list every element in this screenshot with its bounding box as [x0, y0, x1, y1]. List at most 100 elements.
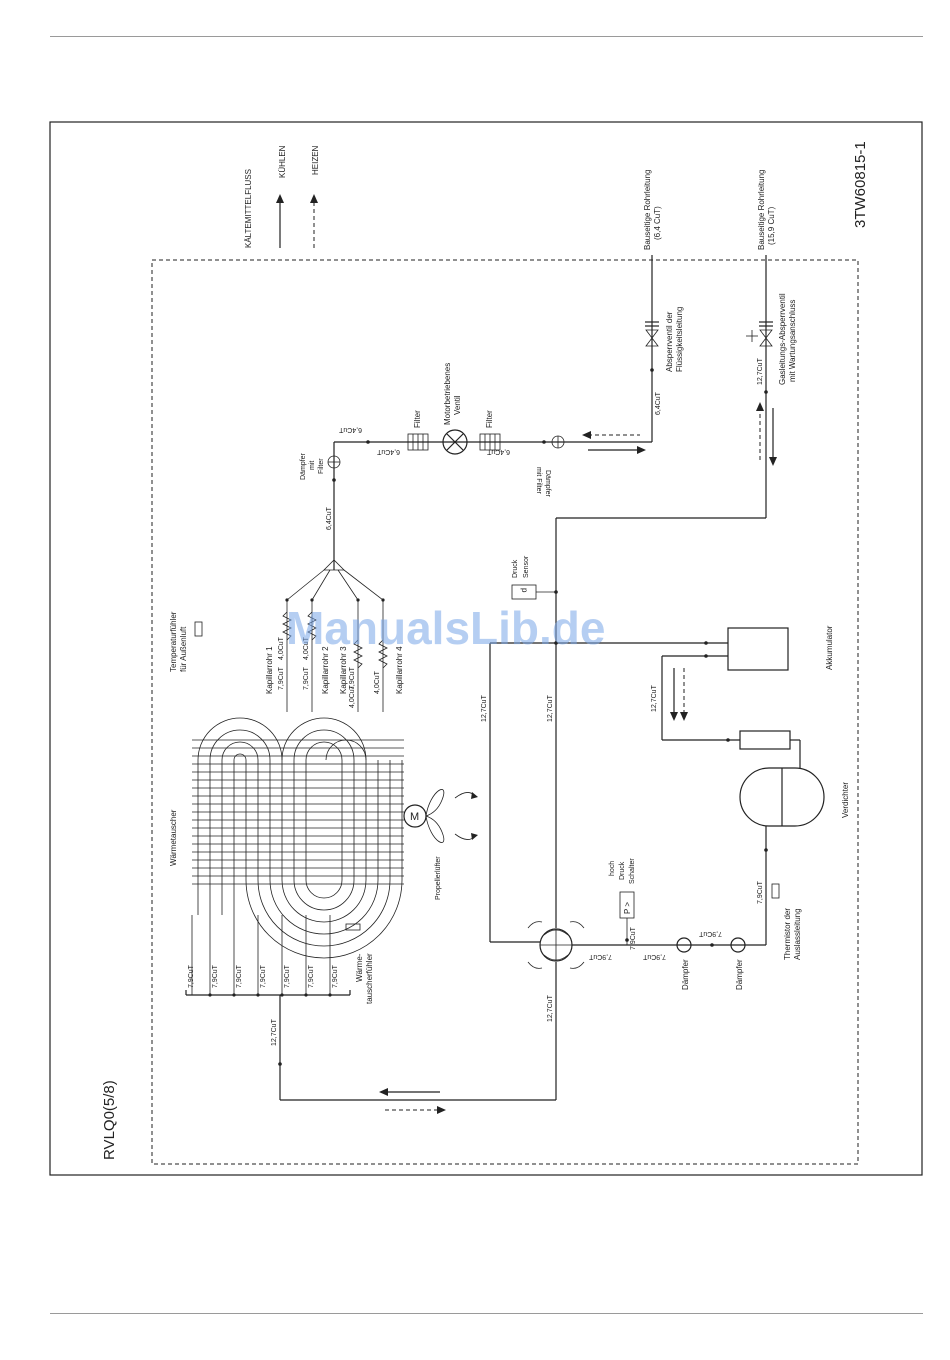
heat-exchanger-label: Wärmetauscher	[169, 809, 178, 866]
cap-size-40a: 4,0CuT	[278, 636, 285, 660]
legend-cool: KÜHLEN	[278, 145, 287, 178]
hp-switch-label-1: hoch	[609, 861, 616, 876]
watermark: ManualsLib.de	[286, 602, 605, 654]
muffler-filter-b1: Dämpfer	[544, 470, 551, 498]
hx-sensor-label-2: tauscherfühler	[365, 953, 374, 1004]
hx-size-1: 7,9CuT	[188, 964, 195, 988]
thermistor-label-2: Auslassleitung	[793, 908, 802, 960]
cap-size-40b: 4,0CuT	[303, 636, 310, 660]
muffler-2	[730, 937, 746, 953]
accumulator-label: Akkumulator	[825, 625, 834, 670]
hx-size-3: 7,9CuT	[236, 964, 243, 988]
cap-size-79b: 7,9CuT	[303, 666, 310, 690]
compressor	[739, 767, 825, 827]
hp-symbol: P >	[623, 902, 632, 914]
outdoor-sensor-label-2: für Außenluft	[179, 626, 188, 672]
hx-sensor	[345, 923, 361, 931]
motor-valve-label-2: Ventil	[453, 395, 462, 415]
cap-3: Kapillarrohr 3	[339, 646, 348, 694]
capillary-tubes	[282, 569, 388, 712]
pipe-size-127a: 12,7CuT	[757, 357, 764, 385]
hx-size-5: 7,9CuT	[284, 964, 291, 988]
pipe-size-79f: 7,9CuT	[642, 953, 666, 960]
legend-heat: HEIZEN	[311, 145, 320, 175]
cap-size-79c: 7,9CuT	[349, 666, 356, 690]
flow-arrows-accumulator	[670, 668, 688, 721]
cap-size-40c: 4,0CuT	[349, 684, 356, 708]
doc-id: 3TW60815-1	[852, 141, 869, 228]
flow-arrows-bottom	[379, 1088, 446, 1114]
legend-title: KÄLTEMITTELFLUSS	[244, 169, 253, 248]
heat-exchanger-coil	[192, 717, 404, 959]
liquid-valve-label-1: Absperrventil der	[665, 311, 674, 372]
pipe-size-127f: 12,7CuT	[651, 684, 658, 712]
muffler-filter-b2: mit Filter	[535, 467, 542, 495]
suction-muffler	[739, 730, 791, 750]
pipe-size-127d: 12,7CuT	[547, 994, 554, 1022]
hp-switch-label-3: Schalter	[629, 858, 636, 884]
filter-left	[407, 433, 429, 451]
cap-size-79a: 7,9CuT	[278, 666, 285, 690]
cap-4: Kapillarrohr 4	[395, 646, 404, 694]
pipe-size-79g: 7,9CuT	[588, 953, 612, 960]
cap-1: Kapillarrohr 1	[265, 646, 274, 694]
pipe-size-127e: 12,7CuT	[481, 694, 488, 722]
compressor-label: Verdichter	[841, 782, 850, 818]
gas-pipe-label: Bauseitige Rohrleitung	[757, 170, 766, 251]
muffler-2-label: Dämpfer	[735, 959, 744, 990]
legend-arrows	[276, 194, 318, 248]
filter-right	[479, 433, 501, 451]
pipe-size-127b: 12,7CuT	[271, 1018, 278, 1046]
liquid-pipe-label: Bauseitige Rohrleitung	[643, 170, 652, 251]
pipe-size-64e: 6,4CuT	[326, 506, 333, 530]
gas-pipe-size: (15,9 CuT)	[767, 206, 776, 245]
outer-frame	[49, 121, 923, 1176]
gas-valve-label-1: Gasleitungs-Absperrventil	[778, 293, 787, 385]
filter-right-label: Filter	[485, 410, 494, 428]
pipe-size-79h: 7,9CuT	[630, 926, 637, 950]
pipe-size-79d: 7,9CuT	[757, 880, 764, 904]
pipe-size-64b: 6,4CuT	[486, 448, 510, 455]
pipe-size-127c: 12,7CuT	[547, 694, 554, 722]
gas-valve-label-2: mit Wartungsanschluss	[788, 300, 797, 382]
flow-arrows-gas	[756, 402, 777, 466]
accumulator	[727, 627, 789, 671]
cap-2: Kapillarrohr 2	[321, 646, 330, 694]
liquid-pipe-size: (6,4 CuT)	[653, 206, 662, 240]
fan-label: Propellerlüfter	[435, 856, 442, 900]
pipe-size-64a: 6,4CuT	[655, 391, 662, 415]
discharge-thermistor	[771, 883, 780, 899]
cap-size-40d: 4,0CuT	[374, 670, 381, 694]
distributor	[323, 559, 345, 571]
muffler-filter-3: Filter	[318, 458, 325, 474]
pipe-size-64c: 6,4CuT	[376, 448, 400, 455]
pipe-size-64d: 6,4CuT	[338, 426, 362, 433]
flow-arrows-liquid	[582, 431, 646, 454]
bottom-rule	[50, 1313, 923, 1314]
pressure-sensor-label-2: Sensor	[523, 555, 530, 578]
hx-size-4: 7,9CuT	[260, 964, 267, 988]
gas-stop-valve	[746, 321, 773, 394]
hx-sensor-label-1: Wärme-	[355, 953, 364, 982]
four-way-valve	[527, 921, 585, 969]
muffler-filter-1: Dämpfer	[300, 452, 307, 480]
liquid-valve-label-2: Flüssigkeitsleitung	[675, 307, 684, 372]
motor-valve	[442, 429, 468, 455]
unit-boundary	[151, 259, 859, 1165]
muffler-1-label: Dämpfer	[681, 959, 690, 990]
hp-switch-label-2: Druck	[619, 861, 626, 880]
liquid-stop-valve	[645, 321, 659, 372]
top-rule	[50, 36, 923, 37]
propeller-fan	[425, 789, 478, 843]
hx-header	[185, 915, 351, 997]
filter-left-label: Filter	[413, 410, 422, 428]
model-label: RVLQ0(5/8)	[101, 1080, 118, 1160]
pipe-size-79e: 7,9CuT	[698, 930, 722, 937]
hx-size-6: 7,9CuT	[308, 964, 315, 988]
hx-size-7: 7,9CuT	[332, 964, 339, 988]
muffler-filter-2: mit	[309, 461, 316, 470]
pressure-sensor-label-1: Druck	[512, 559, 519, 578]
motor-symbol: M	[410, 811, 419, 823]
p-symbol: p	[520, 588, 529, 593]
